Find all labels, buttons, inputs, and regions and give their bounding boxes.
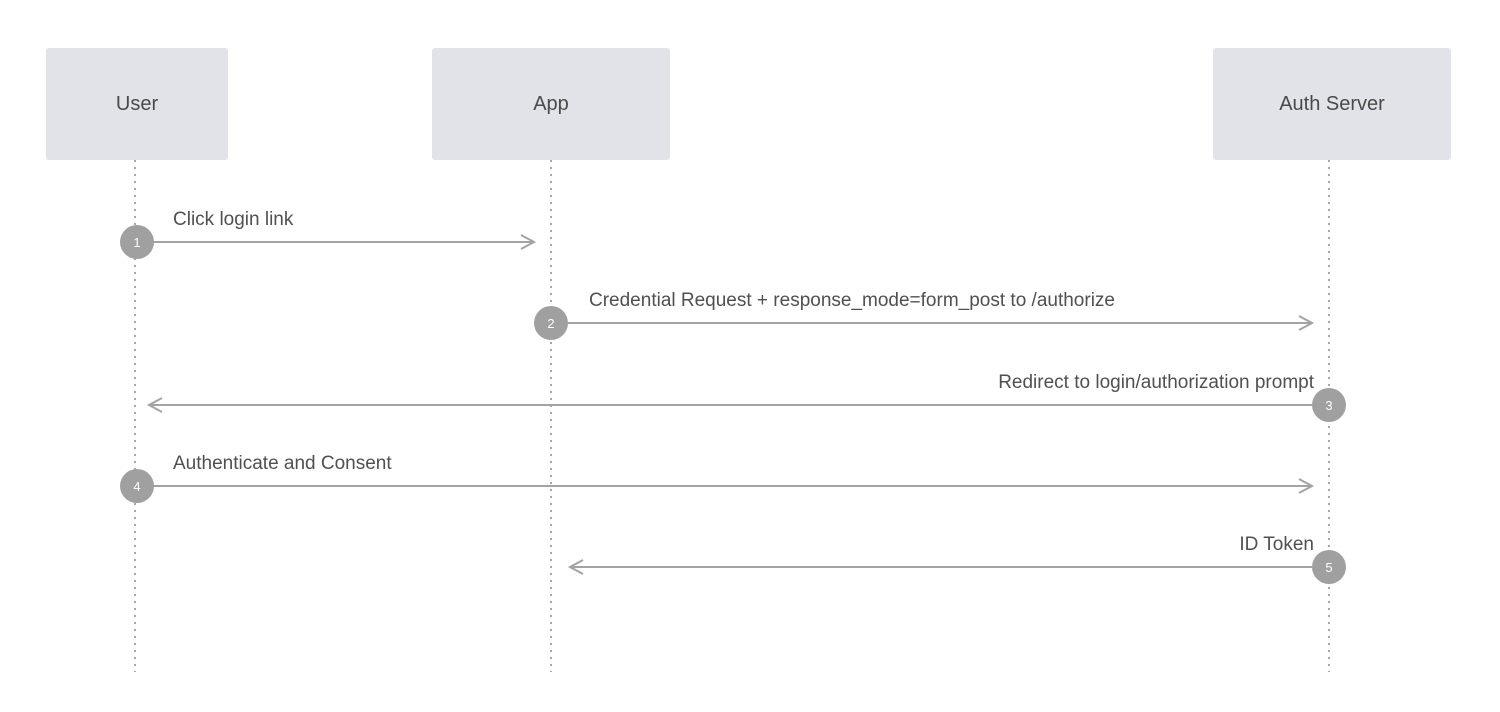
- step-5-number: 5: [1325, 560, 1332, 575]
- step-2-badge: [534, 306, 568, 340]
- step-1-badge: [120, 225, 154, 259]
- actor-user: User: [46, 48, 228, 160]
- message-1: Click login link 1: [120, 209, 537, 259]
- step-1-number: 1: [133, 235, 140, 250]
- step-5-badge: [1312, 550, 1346, 584]
- message-4-label: Authenticate and Consent: [173, 453, 392, 474]
- step-3-badge: [1312, 388, 1346, 422]
- message-5: ID Token 5: [567, 534, 1346, 584]
- message-5-label: ID Token: [1239, 534, 1314, 555]
- actor-user-label: User: [115, 92, 159, 115]
- actor-app: App: [432, 48, 670, 160]
- step-3-number: 3: [1325, 398, 1332, 413]
- message-3-label: Redirect to login/authorization prompt: [998, 372, 1315, 393]
- message-1-label: Click login link: [173, 209, 294, 230]
- step-4-badge: [120, 469, 154, 503]
- actor-auth-server: Auth Server: [1213, 48, 1451, 160]
- actor-auth-server-label: Auth Server: [1279, 92, 1385, 115]
- step-2-number: 2: [547, 316, 554, 331]
- message-2: Credential Request + response_mode=form_…: [534, 290, 1315, 340]
- actor-app-label: App: [533, 92, 569, 115]
- step-4-number: 4: [133, 479, 140, 494]
- message-4: Authenticate and Consent 4: [120, 453, 1315, 503]
- message-2-label: Credential Request + response_mode=form_…: [589, 290, 1115, 311]
- message-3: Redirect to login/authorization prompt 3: [146, 372, 1346, 422]
